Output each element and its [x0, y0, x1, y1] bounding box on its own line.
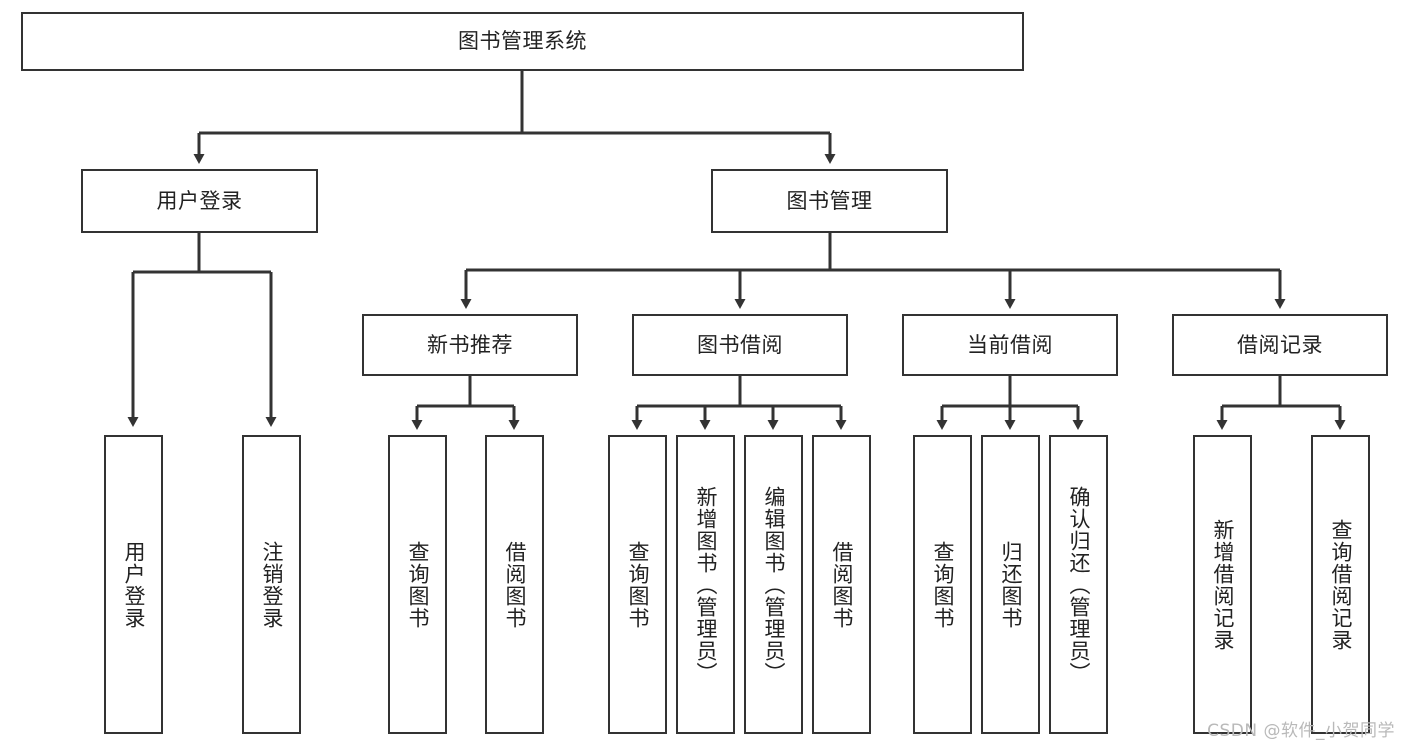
node-leaf-user-logout-label: 注销登录: [259, 540, 284, 629]
node-book-borrow-label: 图书借阅: [697, 332, 783, 357]
node-leaf-return-book[interactable]: 归还图书: [981, 435, 1040, 734]
node-leaf-add-record-label: 新增借阅记录: [1210, 518, 1235, 651]
node-leaf-borrow-book-2-label: 借阅图书: [829, 540, 854, 629]
watermark-text: CSDN @软件_小贺同学: [1207, 721, 1395, 741]
node-leaf-query-book-3-label: 查询图书: [930, 540, 955, 629]
node-leaf-user-login-label: 用户登录: [121, 540, 146, 629]
node-leaf-return-book-label: 归还图书: [998, 540, 1023, 629]
node-new-book-recommend[interactable]: 新书推荐: [362, 314, 578, 376]
node-leaf-query-book-1[interactable]: 查询图书: [388, 435, 447, 734]
node-leaf-user-logout[interactable]: 注销登录: [242, 435, 301, 734]
node-current-borrow[interactable]: 当前借阅: [902, 314, 1118, 376]
node-current-borrow-label: 当前借阅: [967, 332, 1053, 357]
node-leaf-edit-book[interactable]: 编辑图书（管理员）: [744, 435, 803, 734]
node-leaf-query-book-1-label: 查询图书: [405, 540, 430, 629]
node-user-login-label: 用户登录: [156, 188, 243, 213]
node-borrow-record[interactable]: 借阅记录: [1172, 314, 1388, 376]
node-root[interactable]: 图书管理系统: [21, 12, 1024, 71]
node-leaf-borrow-book-1-label: 借阅图书: [502, 540, 527, 629]
node-leaf-query-record[interactable]: 查询借阅记录: [1311, 435, 1370, 734]
node-leaf-edit-book-label: 编辑图书（管理员）: [761, 485, 786, 684]
node-leaf-add-record[interactable]: 新增借阅记录: [1193, 435, 1252, 734]
node-borrow-record-label: 借阅记录: [1237, 332, 1323, 357]
node-new-book-recommend-label: 新书推荐: [427, 332, 513, 357]
node-user-login[interactable]: 用户登录: [81, 169, 318, 233]
node-leaf-add-book[interactable]: 新增图书（管理员）: [676, 435, 735, 734]
node-book-manage-label: 图书管理: [786, 188, 873, 213]
node-leaf-confirm-return-label: 确认归还（管理员）: [1066, 485, 1091, 684]
node-leaf-borrow-book-1[interactable]: 借阅图书: [485, 435, 544, 734]
node-leaf-query-book-3[interactable]: 查询图书: [913, 435, 972, 734]
node-book-borrow[interactable]: 图书借阅: [632, 314, 848, 376]
node-leaf-add-book-label: 新增图书（管理员）: [693, 485, 718, 684]
node-leaf-query-book-2-label: 查询图书: [625, 540, 650, 629]
node-book-manage[interactable]: 图书管理: [711, 169, 948, 233]
node-leaf-confirm-return[interactable]: 确认归还（管理员）: [1049, 435, 1108, 734]
node-leaf-borrow-book-2[interactable]: 借阅图书: [812, 435, 871, 734]
node-leaf-query-book-2[interactable]: 查询图书: [608, 435, 667, 734]
node-root-label: 图书管理系统: [458, 29, 587, 54]
node-leaf-user-login[interactable]: 用户登录: [104, 435, 163, 734]
node-leaf-query-record-label: 查询借阅记录: [1328, 518, 1353, 651]
